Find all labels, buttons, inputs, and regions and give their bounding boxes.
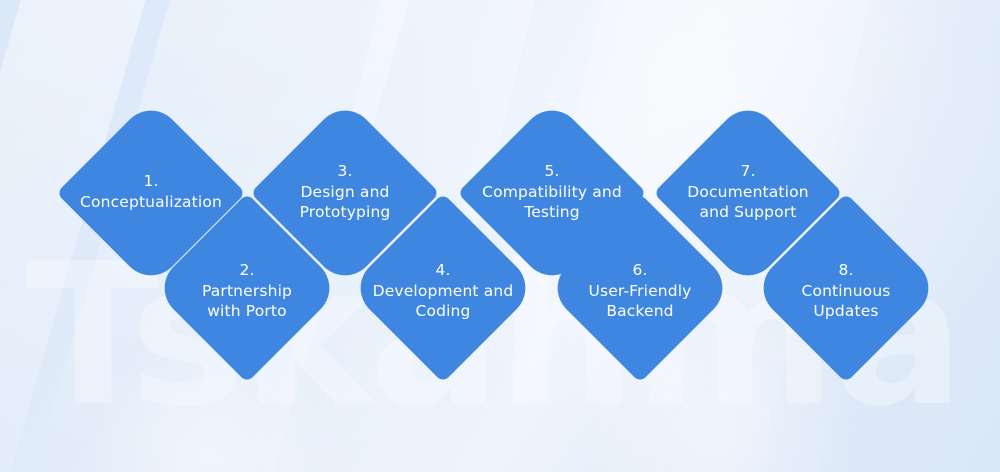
process-step-title-line: Design and <box>300 182 390 201</box>
process-step-number: 3. <box>337 161 353 180</box>
process-step-title-line: Backend <box>606 301 674 320</box>
process-step-title-line: User-Friendly <box>588 281 692 300</box>
process-step-number: 8. <box>838 260 854 279</box>
process-step-title-line: Documentation <box>687 182 809 201</box>
process-step-number: 4. <box>435 260 451 279</box>
process-step-title-line: Testing <box>524 202 580 221</box>
process-step-title-line: Coding <box>415 301 471 320</box>
process-step-title-line: Updates <box>813 301 879 320</box>
process-step-number: 5. <box>544 161 560 180</box>
process-step-title-line: with Porto <box>207 301 287 320</box>
process-step-title-line: Conceptualization <box>80 192 222 211</box>
process-step-1[interactable]: 1. Conceptualization <box>56 98 246 288</box>
process-step-title-line: Prototyping <box>299 202 391 221</box>
process-step-number: 6. <box>632 260 648 279</box>
process-step-title-line: Continuous <box>801 281 891 300</box>
process-step-title-line: Development and <box>372 281 514 300</box>
process-step-title-line: Compatibility and <box>482 182 622 201</box>
process-step-number: 7. <box>740 161 756 180</box>
process-step-number: 2. <box>239 260 255 279</box>
process-step-label: 1. Conceptualization <box>56 96 246 286</box>
process-step-title-line: and Support <box>699 202 797 221</box>
process-step-title-line: Partnership <box>201 281 293 300</box>
process-step-number: 1. <box>143 171 159 190</box>
